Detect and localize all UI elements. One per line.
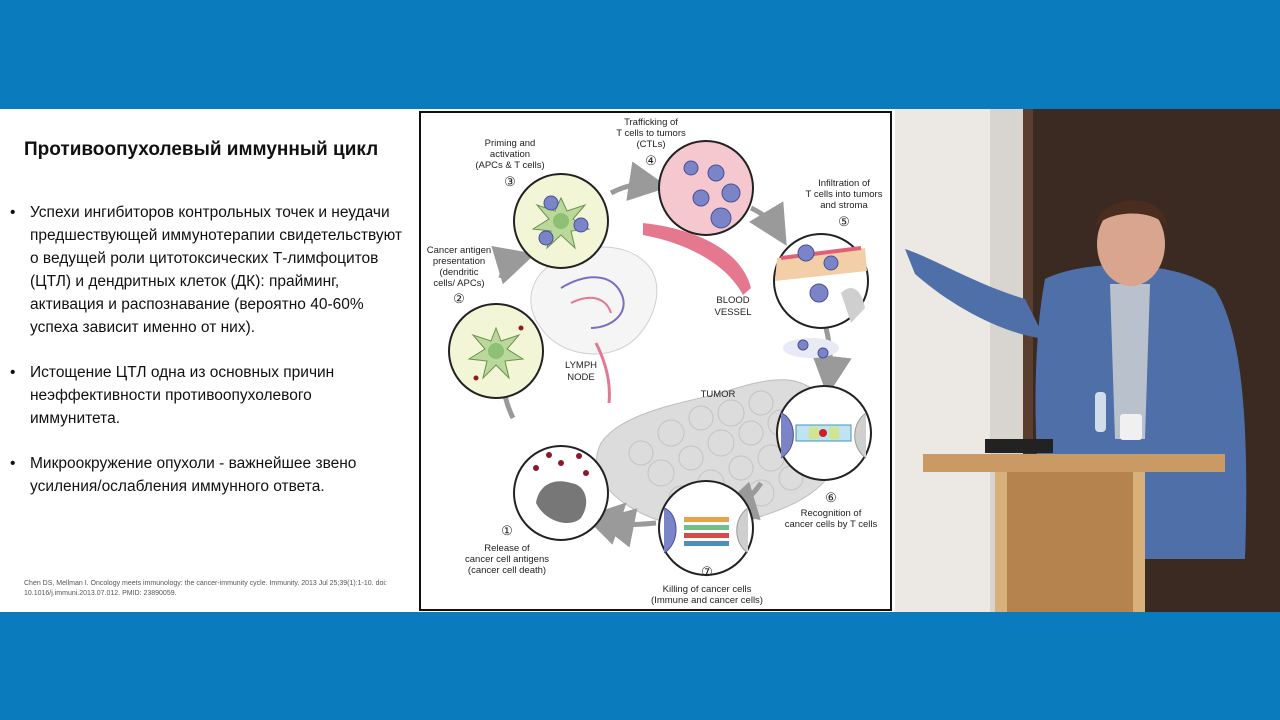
lymph-node-label: LYMPH: [565, 360, 597, 371]
step-4-number: ④: [645, 153, 657, 168]
step-2-text: presentation: [433, 256, 485, 267]
step-7-text: (Immune and cancer cells): [651, 595, 763, 606]
step-4-label: Trafficking of T cells to tumors (CTLs) …: [616, 117, 686, 168]
step-1-cell: [513, 445, 609, 541]
bullet-item: Истощение ЦТЛ одна из основных причин не…: [10, 361, 405, 430]
blood-vessel-label: VESSEL: [715, 307, 752, 318]
step-7-cell: [658, 480, 754, 576]
slide: Противоопухолевый иммунный цикл Успехи и…: [0, 109, 895, 612]
speaker-arm: [905, 249, 1045, 339]
step-2-cell: [448, 303, 544, 399]
lymph-node: [530, 246, 658, 404]
step-1-number: ①: [501, 523, 513, 538]
badge: [1120, 414, 1142, 440]
citation: Chen DS, Mellman I. Oncology meets immun…: [24, 580, 387, 597]
step-6-number: ⑥: [825, 490, 837, 505]
step-1-text: (cancer cell death): [468, 565, 546, 576]
podium-top: [923, 454, 1225, 472]
step-1-label: ① Release of cancer cell antigens (cance…: [465, 523, 549, 576]
step-4-text: (CTLs): [636, 139, 665, 150]
step-5-cell: [773, 233, 869, 329]
step-4-text: Trafficking of: [624, 117, 678, 128]
step-6-cell: [776, 385, 872, 481]
step-7-label: ⑦ Killing of cancer cells (Immune and ca…: [651, 564, 763, 606]
water-bottle: [1095, 392, 1106, 432]
step-5-text: and stroma: [820, 200, 868, 211]
step-6-label: ⑥ Recognition of cancer cells by T cells: [785, 490, 878, 530]
step-2-text: (dendritic: [439, 267, 478, 278]
podium: [995, 472, 1145, 612]
diagram-svg: ① Release of cancer cell antigens (cance…: [427, 117, 883, 606]
step-4-text: T cells to tumors: [616, 128, 686, 139]
speaker-scene: [895, 109, 1280, 612]
step-3-text: Priming and: [485, 138, 536, 149]
step-1-text: Release of: [484, 543, 530, 554]
step-3-label: Priming and activation (APCs & T cells) …: [475, 138, 544, 189]
step-3-text: (APCs & T cells): [475, 160, 544, 171]
step-7-number: ⑦: [701, 564, 713, 579]
step-5-text: T cells into tumors: [806, 189, 883, 200]
step-2-text: cells/ APCs): [433, 278, 484, 289]
step-1-text: cancer cell antigens: [465, 554, 549, 565]
step-5-label: Infiltration of T cells into tumors and …: [806, 178, 883, 229]
tumor-label: TUMOR: [701, 389, 736, 400]
bullet-item: Микроокружение опухоли - важнейшее звено…: [10, 452, 405, 498]
lymph-node-label: NODE: [567, 372, 594, 383]
bullet-item: Успехи ингибиторов контрольных точек и н…: [10, 201, 405, 339]
speaker-head: [1097, 202, 1165, 286]
step-5-number: ⑤: [838, 214, 850, 229]
slide-title: Противоопухолевый иммунный цикл: [24, 139, 379, 160]
step-2-text: Cancer antigen: [427, 245, 491, 256]
step-5-text: Infiltration of: [818, 178, 870, 189]
laptop: [985, 439, 1053, 453]
step-7-text: Killing of cancer cells: [663, 584, 752, 595]
step-4-cell: [658, 140, 754, 236]
step-3-cell: [513, 173, 609, 269]
blood-vessel-label: BLOOD: [716, 295, 749, 306]
step-6-text: Recognition of: [801, 508, 862, 519]
step-3-text: activation: [490, 149, 530, 160]
free-t-cells: [783, 338, 839, 359]
bullet-list: Успехи ингибиторов контрольных точек и н…: [10, 201, 405, 520]
step-2-label: Cancer antigen presentation (dendritic c…: [427, 245, 491, 306]
step-3-number: ③: [504, 174, 516, 189]
step-6-text: cancer cells by T cells: [785, 519, 878, 530]
blood-vessel: [643, 223, 751, 295]
cancer-immunity-cycle-diagram: ① Release of cancer cell antigens (cance…: [419, 111, 892, 611]
speaker-video: [895, 109, 1280, 612]
step-2-number: ②: [453, 291, 465, 306]
